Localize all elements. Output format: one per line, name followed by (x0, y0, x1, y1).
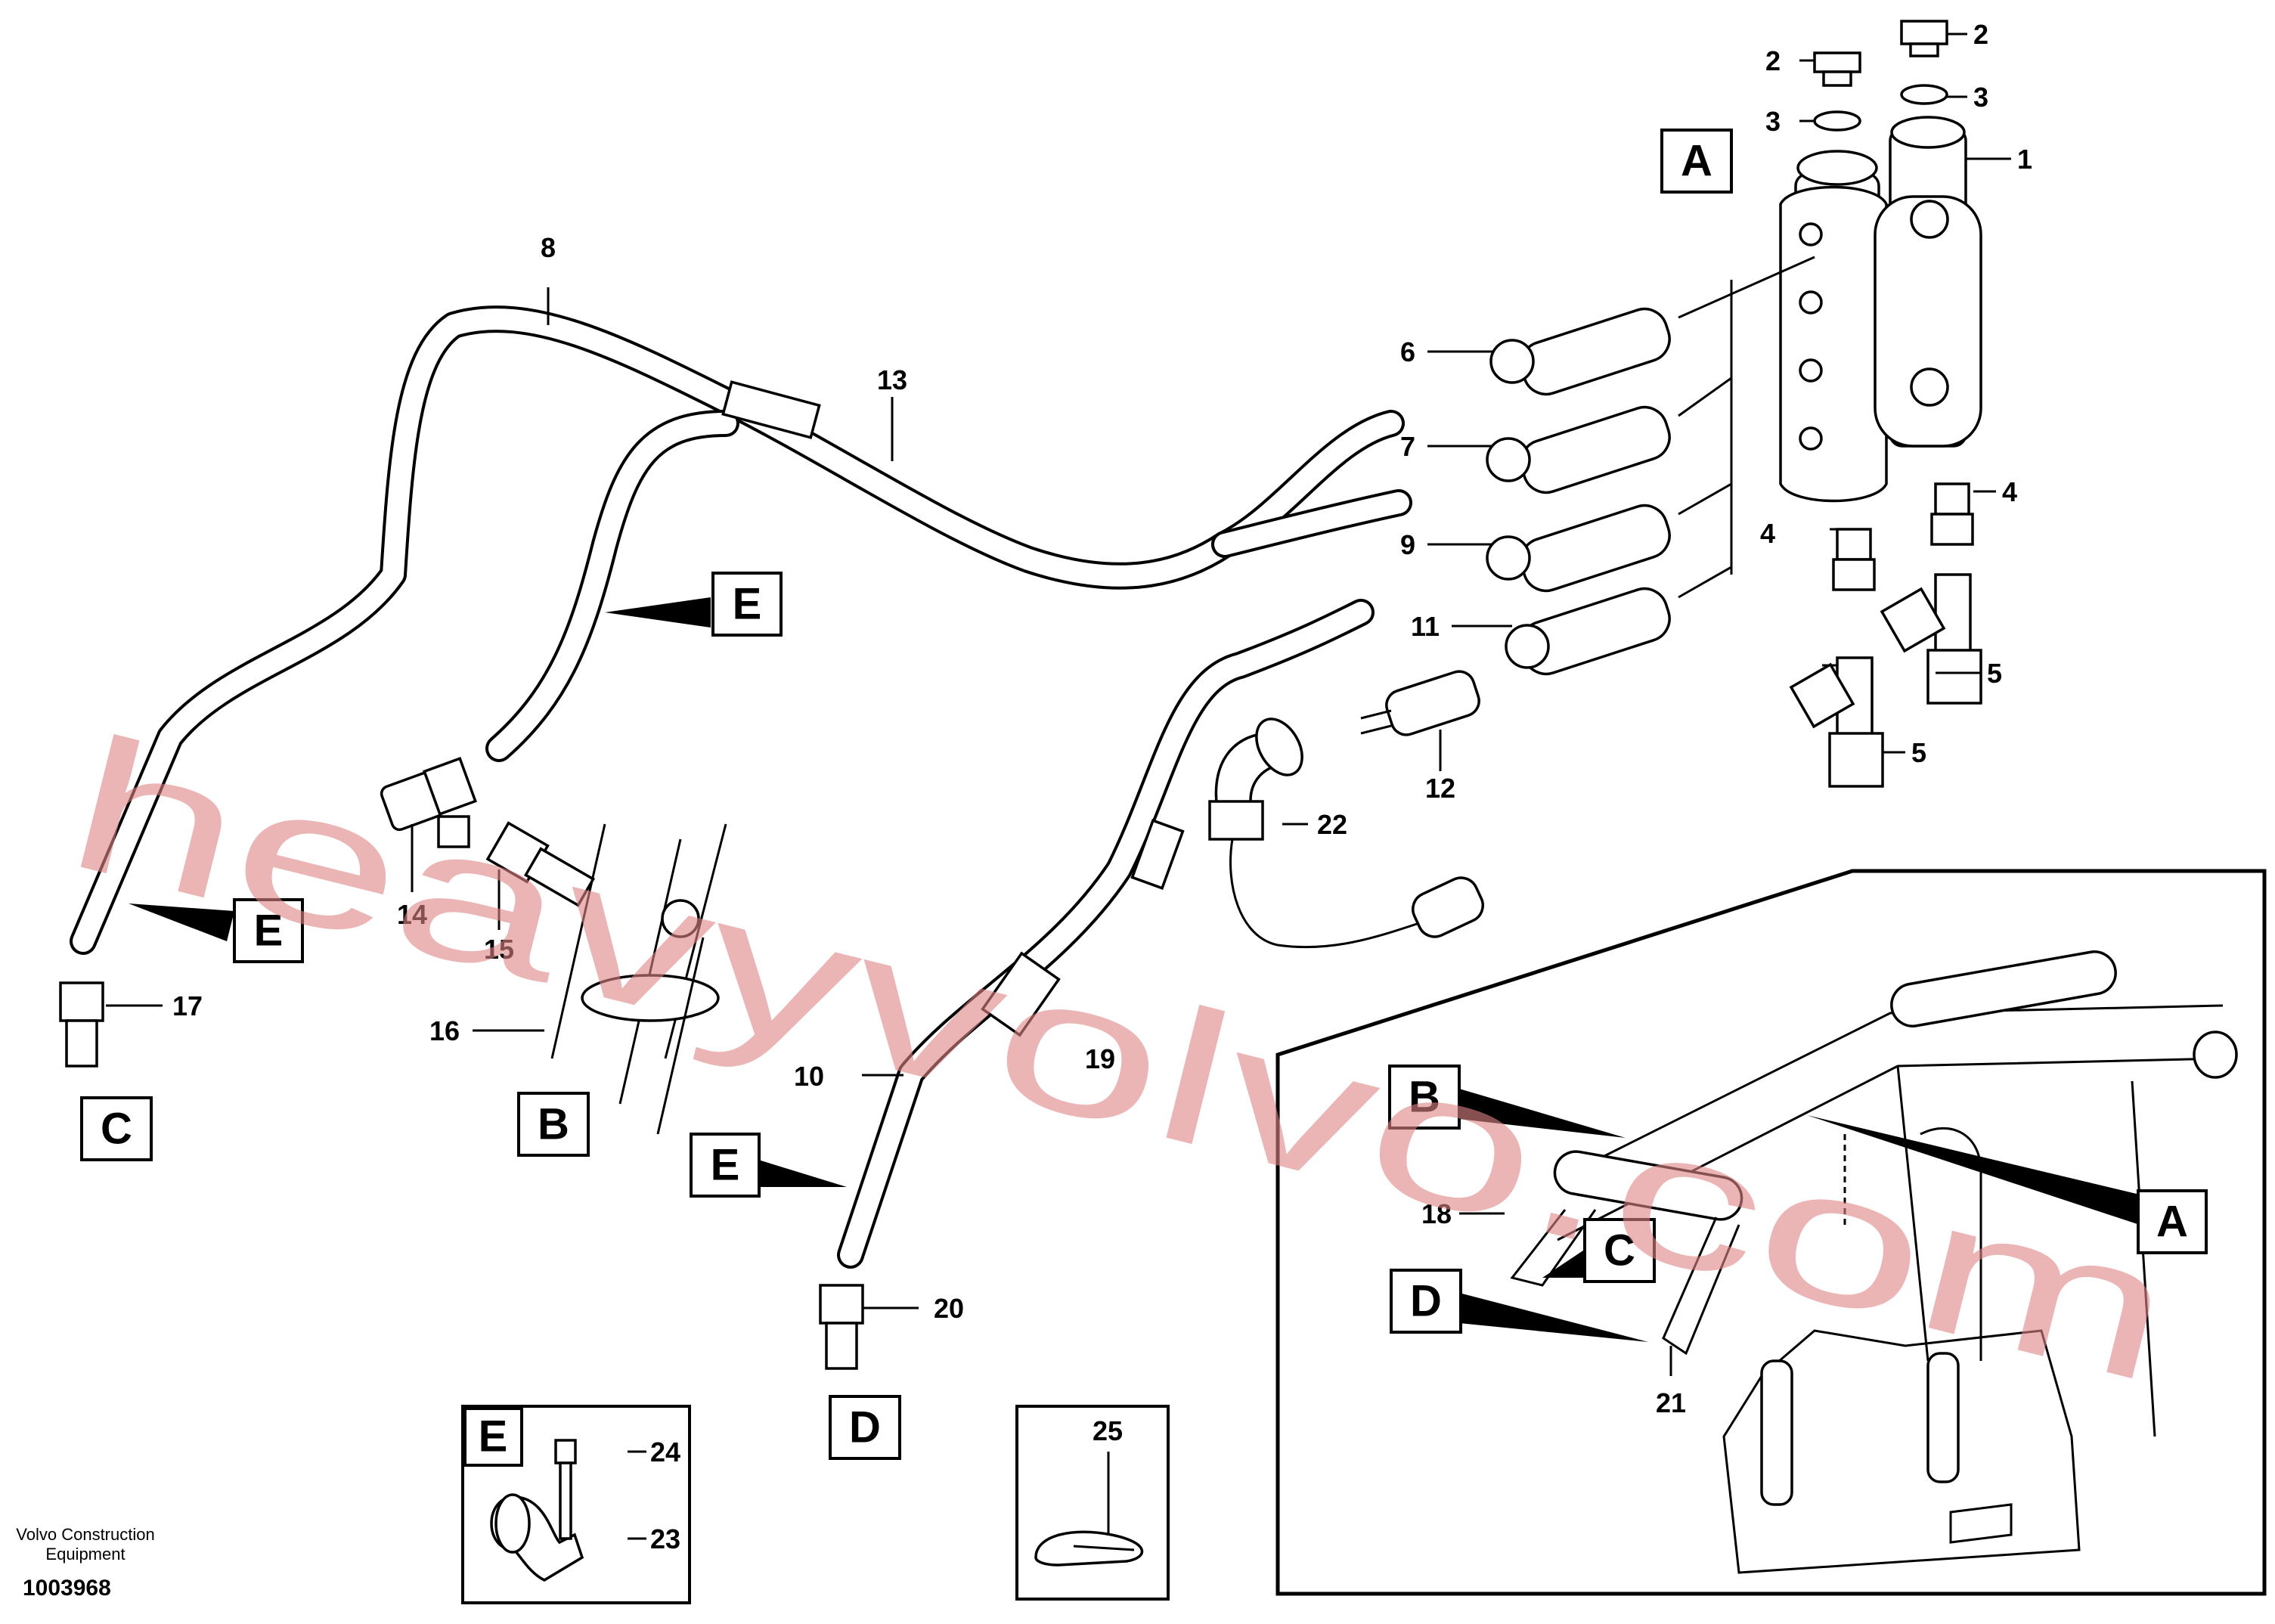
location-inset (1275, 869, 2267, 1596)
view-letter-d: D (849, 1403, 881, 1452)
arrow-icon (1459, 1293, 1648, 1342)
part-number: 15 (484, 934, 514, 965)
view-letter-c: C (101, 1105, 132, 1154)
part-number: 11 (1411, 611, 1440, 642)
washer-icon (1813, 110, 1861, 132)
part-number: 6 (1400, 336, 1415, 367)
view-letter-e: E (733, 580, 762, 629)
part-number: 1 (2017, 144, 2032, 175)
part-number: 16 (429, 1015, 460, 1046)
arrow-icon (605, 597, 711, 628)
arrow-icon (1807, 1115, 2140, 1225)
part-number: 7 (1400, 431, 1415, 462)
arrow-icon (749, 1157, 847, 1187)
sensor-12 (1360, 670, 1480, 736)
drawing-number: 1003968 (23, 1576, 111, 1601)
elbow-connector-22 (1208, 717, 1484, 949)
plugs-and-washers (1813, 20, 1948, 132)
arrow-icon (1459, 1089, 1626, 1138)
company-name: Equipment (45, 1545, 125, 1564)
footer: Volvo Construction Equipment 1003968 (16, 1525, 154, 1601)
view-letter-a: A (2156, 1198, 2188, 1247)
leader-lines (106, 33, 2011, 1540)
detail-box-25 (1015, 1405, 1170, 1601)
part-labels: 2 2 3 3 1 4 4 5 5 6 7 9 11 12 22 8 13 17… (172, 19, 2032, 1554)
part-number: 20 (934, 1293, 964, 1324)
part-number: 25 (1093, 1415, 1123, 1446)
part-number: 4 (2002, 476, 2017, 507)
part-number: 5 (1987, 658, 2002, 689)
inline-fittings (1360, 256, 1815, 736)
hose-lines (70, 305, 1412, 1269)
cylinder-16 (550, 823, 727, 1135)
washer-icon (1900, 84, 1948, 105)
part-number: 17 (172, 990, 203, 1021)
adapter-15 (485, 821, 596, 907)
view-letter-a: A (1681, 137, 1712, 186)
view-letter-c: C (1604, 1226, 1635, 1275)
view-letter-e: E (711, 1141, 740, 1190)
part-number: 3 (1765, 106, 1781, 137)
fitting-9 (1486, 504, 1671, 593)
plug-icon (1813, 51, 1861, 73)
part-number: 13 (877, 364, 907, 395)
plug-icon (1900, 20, 1948, 45)
watermark: heavyvolvo.com (51, 696, 2193, 1422)
part-number: 18 (1421, 1198, 1452, 1229)
part-number: 3 (1973, 82, 1988, 113)
part-number: 12 (1425, 773, 1455, 804)
elbow-14 (380, 757, 477, 848)
fitting-6 (1489, 307, 1671, 396)
detail-box-e (461, 1405, 691, 1604)
adapters-and-tees (1789, 482, 1982, 788)
view-letter-e: E (479, 1412, 508, 1461)
end-fitting-20 (819, 1284, 864, 1370)
view-letter-b: B (538, 1100, 569, 1149)
arrow-icon (1542, 1247, 1588, 1278)
fitting-11 (1505, 587, 1671, 676)
part-number: 22 (1317, 809, 1347, 840)
view-letter-e: E (254, 907, 284, 956)
part-number: 2 (1765, 45, 1781, 76)
part-number: 9 (1400, 529, 1415, 560)
part-number: 23 (650, 1523, 680, 1554)
fitting-7 (1486, 405, 1671, 494)
view-arrows (129, 597, 2140, 1342)
part-number: 4 (1760, 518, 1775, 549)
cable-tie-icon (1034, 1530, 1144, 1567)
part-number: 5 (1911, 737, 1926, 768)
end-fitting-17 (59, 981, 104, 1068)
view-letter-boxes: A E E C B E D B C D A E (80, 129, 2208, 1461)
manifold-block (1779, 116, 1982, 503)
part-number: 8 (541, 232, 556, 263)
part-number: 21 (1656, 1387, 1686, 1418)
part-number: 10 (794, 1061, 824, 1092)
view-letter-b: B (1409, 1073, 1440, 1122)
part-number: 24 (650, 1436, 680, 1467)
bolt-icon (554, 1439, 577, 1464)
company-name: Volvo Construction (16, 1525, 154, 1544)
view-letter-d: D (1410, 1277, 1442, 1326)
arrow-icon (129, 903, 234, 941)
part-number: 14 (397, 899, 427, 930)
part-number: 19 (1085, 1043, 1115, 1074)
part-number: 2 (1973, 19, 1988, 50)
